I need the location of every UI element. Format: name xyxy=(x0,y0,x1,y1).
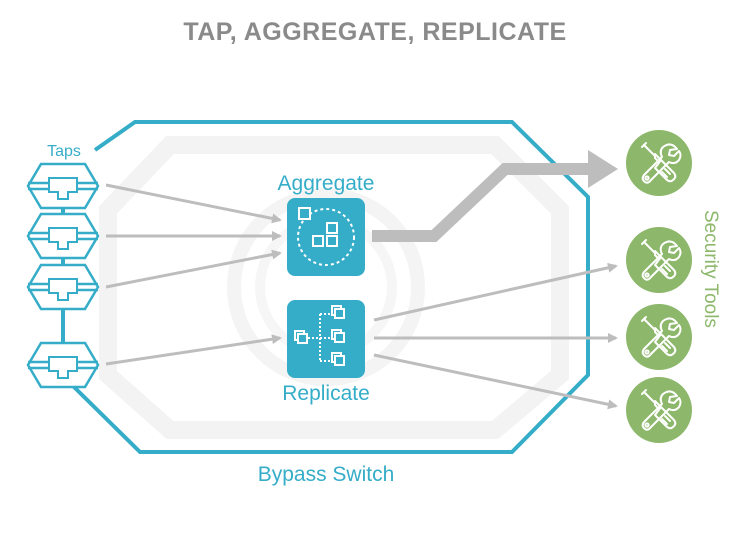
replicate-icon xyxy=(294,305,345,366)
arrow-tap4-to-replicate xyxy=(105,334,282,366)
arrow-tap3-to-aggregate xyxy=(105,249,282,289)
arrow-aggregate-to-tool1 xyxy=(372,150,618,242)
network-tap-icon xyxy=(26,341,100,389)
tap-2[interactable] xyxy=(26,212,100,260)
network-tap-icon xyxy=(26,263,100,311)
tool-2[interactable] xyxy=(626,227,692,293)
aggregate-node[interactable] xyxy=(287,198,365,276)
network-tap-icon xyxy=(26,162,100,210)
replicate-label: Replicate xyxy=(282,382,370,405)
aggregate-icon xyxy=(297,207,355,266)
arrow-replicate-to-tool4 xyxy=(373,353,618,410)
tap-3[interactable] xyxy=(26,263,100,311)
aggregate-label: Aggregate xyxy=(278,172,375,195)
tool-4[interactable] xyxy=(626,377,692,443)
diagram-title: TAP, AGGREGATE, REPLICATE xyxy=(183,18,567,46)
network-tap-icon xyxy=(26,212,100,260)
arrow-tap1-to-aggregate xyxy=(105,183,282,224)
tool-3[interactable] xyxy=(626,304,692,370)
arrow-replicate-to-tool2 xyxy=(373,262,618,322)
security-tools-label: Security Tools xyxy=(700,210,721,328)
tap-1[interactable] xyxy=(26,162,100,210)
bypass-switch-outline xyxy=(70,120,590,454)
tool-1[interactable] xyxy=(626,130,692,196)
taps-label: Taps xyxy=(47,143,81,160)
replicate-node[interactable] xyxy=(287,300,365,378)
tap-4[interactable] xyxy=(26,341,100,389)
bypass-switch-label: Bypass Switch xyxy=(258,463,395,486)
